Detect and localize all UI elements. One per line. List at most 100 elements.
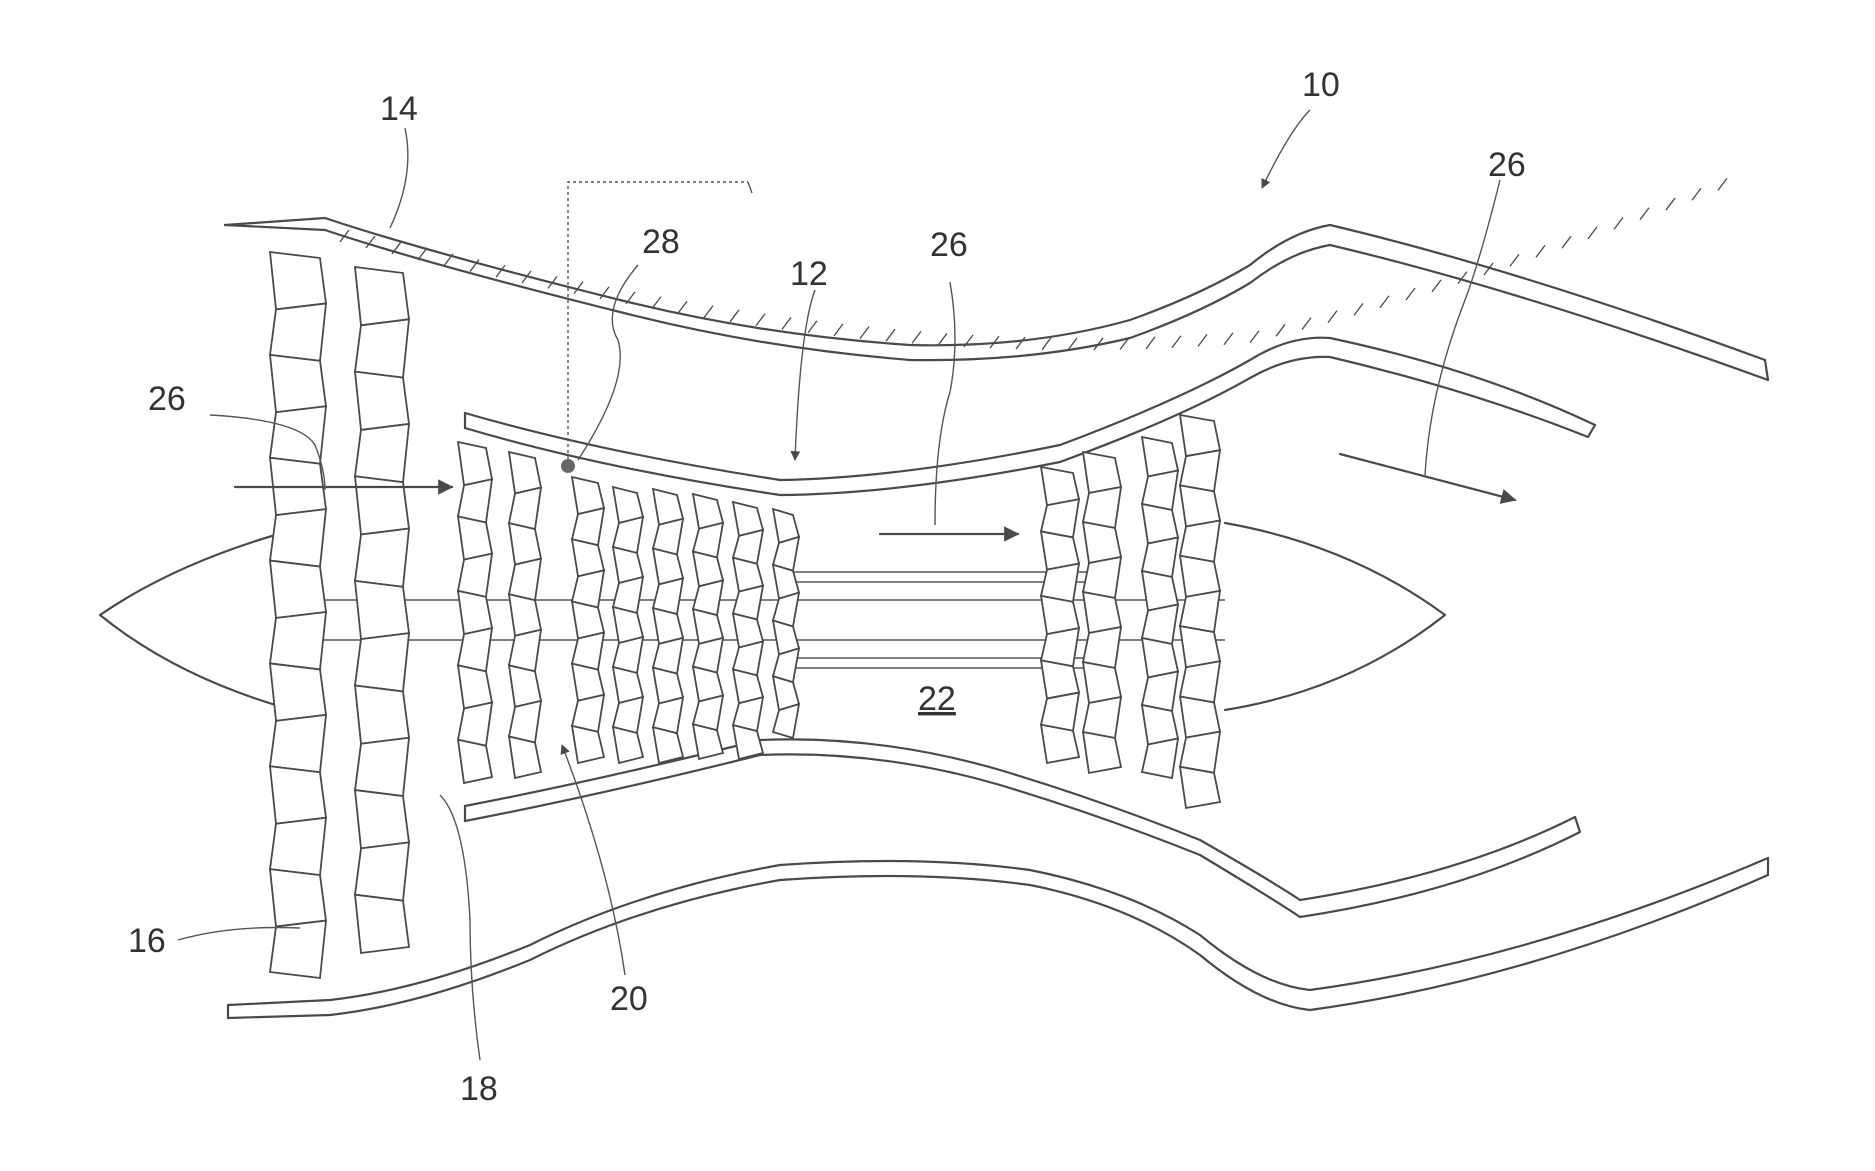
blade-row [613,487,643,763]
blade-segment [1180,556,1220,597]
core-casing-lower [465,739,1580,917]
blade-segment [1083,557,1121,598]
blade-segment [1180,732,1220,773]
blade-segment [1180,485,1220,526]
sensor-lead-end [748,182,752,193]
blade-segment [1083,592,1121,633]
blade-row [458,442,492,783]
blade-segment [509,523,541,565]
blade-segment [458,479,492,522]
blade-row [653,489,683,763]
tail-cone [1225,523,1445,710]
blade-segment [1180,626,1220,667]
blade-segment [458,740,492,783]
label-20: 20 [610,980,648,1018]
blade-segment [1142,504,1178,544]
blade-segment [458,554,492,597]
blade-row [270,252,326,978]
blade-segment [458,703,492,746]
blade-segment [270,818,326,875]
blade-segment [355,895,409,953]
blade-segment [270,766,326,823]
blade-segment [509,452,541,494]
blade-segment [509,559,541,601]
blade-row [1041,467,1079,763]
bypass-flow-arrow [1340,454,1515,500]
blade-segment [355,372,409,430]
blade-segment [355,633,409,691]
blade-segment [1180,767,1220,808]
flow-arrows [235,454,1515,534]
blade-segment [1142,571,1178,611]
blade-row [355,267,409,953]
blade-segment [1083,487,1121,528]
label-26-inlet: 26 [148,380,186,418]
blade-segment [1083,697,1121,738]
blade-segment [355,319,409,377]
blade-segment [773,704,799,738]
blade-segment [270,869,326,926]
blade-segment [509,701,541,743]
nacelle-lower-wall [228,858,1768,1018]
blade-segment [1083,662,1121,703]
blade-segment [1142,471,1178,511]
blade-segment [1142,437,1178,477]
blade-segment [458,591,492,634]
blade-rows [270,252,1220,978]
blade-segment [1083,522,1121,563]
blade-segment [1142,672,1178,712]
blade-segment [613,727,643,763]
blade-segment [270,355,326,412]
blade-segment [1180,696,1220,737]
blade-row [509,452,541,778]
blade-segment [270,921,326,978]
blade-segment [1180,450,1220,491]
blade-segment [270,663,326,720]
blade-segment [355,842,409,900]
blade-segment [1083,732,1121,773]
blade-segment [270,715,326,772]
blade-segment [458,628,492,671]
blade-segment [355,529,409,587]
blade-row [1180,415,1220,808]
blade-segment [1142,739,1178,779]
blade-segment [270,406,326,463]
blade-segment [1180,521,1220,562]
blade-segment [270,612,326,669]
blade-segment [355,685,409,743]
blade-segment [509,630,541,672]
blade-row [572,477,604,763]
blade-row [1083,452,1121,773]
blade-segment [1083,452,1121,493]
blade-segment [1142,605,1178,645]
blade-segment [509,736,541,778]
blade-segment [572,726,604,763]
blade-segment [270,561,326,618]
blade-segment [733,725,763,759]
blade-segment [693,724,723,759]
blade-row [733,502,763,759]
blade-segment [355,267,409,325]
label-28: 28 [642,223,680,261]
blade-segment [1180,415,1220,456]
label-12: 12 [790,255,828,293]
blade-row [693,494,723,759]
blade-segment [653,727,683,763]
blade-segment [1180,661,1220,702]
blade-row [1142,437,1178,778]
label-10: 10 [1302,66,1340,104]
blade-segment [270,509,326,566]
blade-segment [355,476,409,534]
blade-segment [355,581,409,639]
blade-segment [355,738,409,796]
blade-segment [270,303,326,360]
label-22: 22 [918,680,956,718]
label-14: 14 [380,90,418,128]
blade-row [773,509,799,738]
blade-segment [509,488,541,530]
blade-segment [355,424,409,482]
blade-segment [1041,725,1079,763]
blade-segment [458,665,492,708]
